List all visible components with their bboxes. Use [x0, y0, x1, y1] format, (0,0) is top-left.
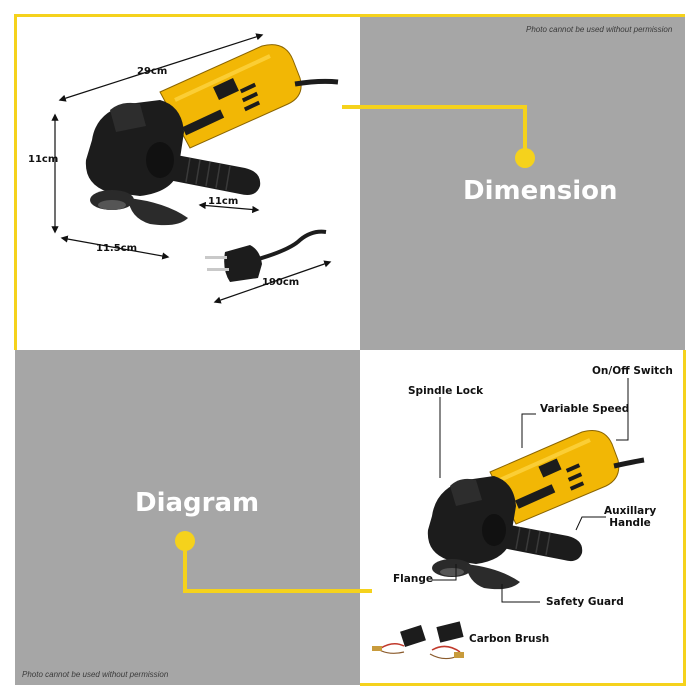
- carbon-brush-image: [372, 621, 464, 660]
- frame-bottom-line: [360, 683, 686, 686]
- frame-left-line: [14, 14, 17, 350]
- variable-speed-leader: [521, 413, 536, 448]
- safety-guard-label: Safety Guard: [546, 596, 624, 608]
- depth-label: 11.5cm: [96, 243, 138, 254]
- power-cord-image: [205, 229, 327, 282]
- diagram-title: Diagram: [135, 488, 260, 518]
- cord-label: 190cm: [262, 277, 300, 288]
- dimension-arrows: [51, 33, 332, 304]
- dimension-title: Dimension: [463, 176, 618, 206]
- height-label: 11cm: [28, 154, 59, 165]
- diagram-connector: [175, 531, 372, 593]
- callout-lines: [432, 378, 629, 603]
- dimension-label-panel: [360, 15, 685, 350]
- depth-arrow: [60, 235, 170, 260]
- auxiliary-handle-leader: [575, 516, 606, 531]
- auxiliary-handle-label-line2: Handle: [609, 517, 651, 529]
- auxiliary-handle-label: Auxillary Handle: [604, 505, 656, 529]
- variable-speed-label: Variable Speed: [540, 403, 630, 415]
- safety-guard-leader: [501, 584, 540, 603]
- length-arrow: [58, 33, 264, 102]
- watermark-top: Photo cannot be used without permission: [526, 25, 673, 34]
- on-off-switch-leader: [616, 378, 629, 441]
- on-off-switch-label: On/Off Switch: [592, 365, 673, 377]
- angle-grinder-diagram-image: [427, 430, 645, 590]
- frame-right-line: [683, 350, 686, 686]
- angle-grinder-image: [85, 44, 339, 226]
- auxiliary-handle-label-line1: Auxillary: [604, 505, 657, 517]
- diagram-label-panel: [15, 350, 360, 685]
- flange-label: Flange: [393, 573, 433, 585]
- spindle-lock-label: Spindle Lock: [408, 385, 484, 397]
- dimension-connector: [342, 105, 535, 168]
- width-arrow: [198, 201, 260, 214]
- watermark-bottom: Photo cannot be used without permission: [22, 670, 169, 679]
- frame-top-line: [15, 14, 685, 17]
- cord-arrow: [213, 260, 332, 304]
- width-label: 11cm: [208, 196, 239, 207]
- length-label: 29cm: [137, 66, 168, 77]
- carbon-brush-label: Carbon Brush: [469, 633, 550, 645]
- flange-leader: [432, 564, 457, 581]
